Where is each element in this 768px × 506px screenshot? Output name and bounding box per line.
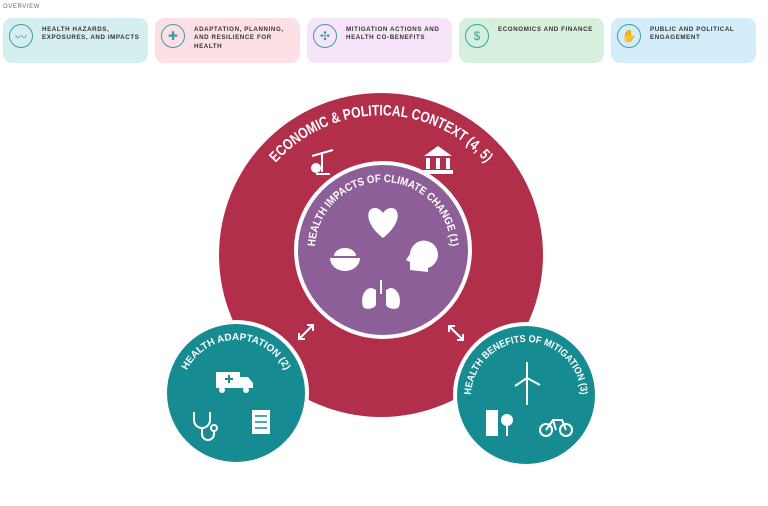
cross-icon: ✚ bbox=[161, 24, 185, 48]
double-arrow-left-icon bbox=[298, 324, 314, 340]
wind-turbine-icon: ✣ bbox=[313, 24, 337, 48]
heart-icon bbox=[368, 208, 398, 238]
card-economics[interactable]: $Economics and finance bbox=[459, 18, 604, 63]
bowl-icon bbox=[330, 248, 360, 271]
card-public-engagement[interactable]: ✋Public and political engagement bbox=[611, 18, 756, 63]
ambulance-icon bbox=[216, 372, 253, 393]
building-tree-icon bbox=[486, 410, 513, 436]
head-gears-icon bbox=[406, 240, 438, 272]
health-impacts-circle bbox=[298, 165, 468, 335]
heartbeat-icon: 〰 bbox=[9, 24, 33, 48]
stethoscope-icon bbox=[193, 412, 218, 441]
card-health-hazards[interactable]: 〰Health hazards, exposures, and impacts bbox=[3, 18, 148, 63]
lungs-icon bbox=[362, 280, 400, 309]
health-adaptation-circle bbox=[167, 324, 305, 462]
wind-turbine-icon bbox=[514, 362, 541, 405]
checklist-icon bbox=[252, 410, 270, 434]
bank-icon bbox=[423, 146, 453, 174]
overview-label: OVERVIEW bbox=[3, 4, 41, 10]
card-mitigation[interactable]: ✣Mitigation actions and health co-benefi… bbox=[307, 18, 452, 63]
bicycle-icon bbox=[539, 419, 573, 437]
card-adaptation[interactable]: ✚Adaptation, planning, and resilience fo… bbox=[155, 18, 300, 63]
category-cards: 〰Health hazards, exposures, and impacts … bbox=[3, 18, 756, 63]
raised-hand-icon: ✋ bbox=[617, 24, 641, 48]
dollar-cycle-icon: $ bbox=[465, 24, 489, 48]
scale-icon bbox=[311, 149, 334, 175]
double-arrow-right-icon bbox=[448, 325, 464, 341]
